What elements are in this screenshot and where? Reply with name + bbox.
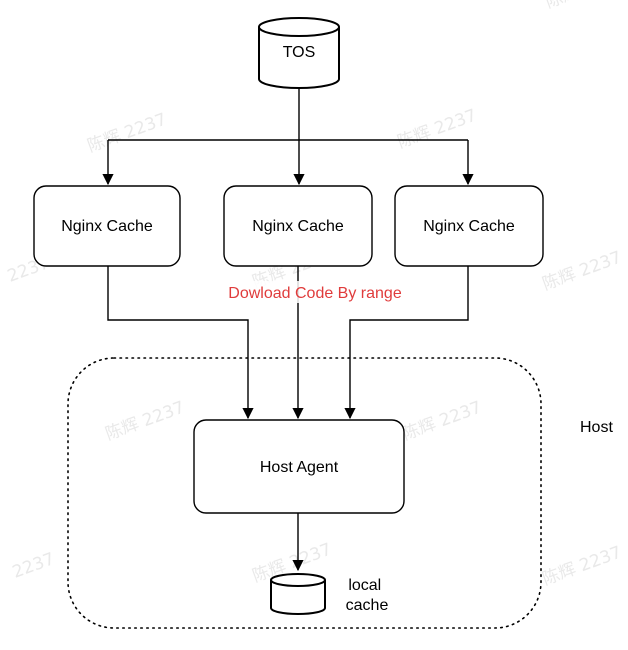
nginx-cache-node-right: Nginx Cache: [394, 185, 544, 267]
nginx-cache-label: Nginx Cache: [252, 218, 344, 235]
host-agent-node: Host Agent: [193, 419, 405, 514]
nginx-cache-node-middle: Nginx Cache: [223, 185, 373, 267]
local-cache-label: local cache: [346, 577, 389, 614]
nginx-cache-label: Nginx Cache: [61, 218, 153, 235]
watermark-lower-left: 陈辉 2237: [103, 398, 188, 445]
host-agent-label: Host Agent: [260, 459, 339, 476]
nginx-cache-label: Nginx Cache: [423, 218, 515, 235]
tos-label: TOS: [283, 44, 316, 61]
arrow-right-cache-to-agent: [344, 266, 469, 420]
watermark-bottom-right: 陈辉 2237: [540, 543, 625, 590]
local-cache-node: [270, 573, 326, 615]
download-label-background: [226, 281, 406, 303]
watermark-lower-middle: 陈辉 2237: [400, 398, 485, 445]
tos-storage-node: TOS: [258, 17, 340, 89]
host-boundary: [67, 357, 542, 629]
watermark-upper-middle: 陈辉 2237: [395, 106, 480, 153]
watermark-top-right: 陈辉 2237: [543, 0, 628, 13]
arrow-left-cache-to-agent: [107, 266, 254, 420]
watermark-bottom-left: 2237: [10, 549, 57, 583]
nginx-cache-node-left: Nginx Cache: [33, 185, 181, 267]
tos-to-cache-connectors: [102, 88, 474, 186]
watermark-right-mid: 陈辉 2237: [540, 248, 625, 295]
download-edge-label: Dowload Code By range: [228, 285, 402, 302]
host-label: Host: [580, 419, 613, 436]
watermark-upper-left: 陈辉 2237: [85, 110, 170, 157]
